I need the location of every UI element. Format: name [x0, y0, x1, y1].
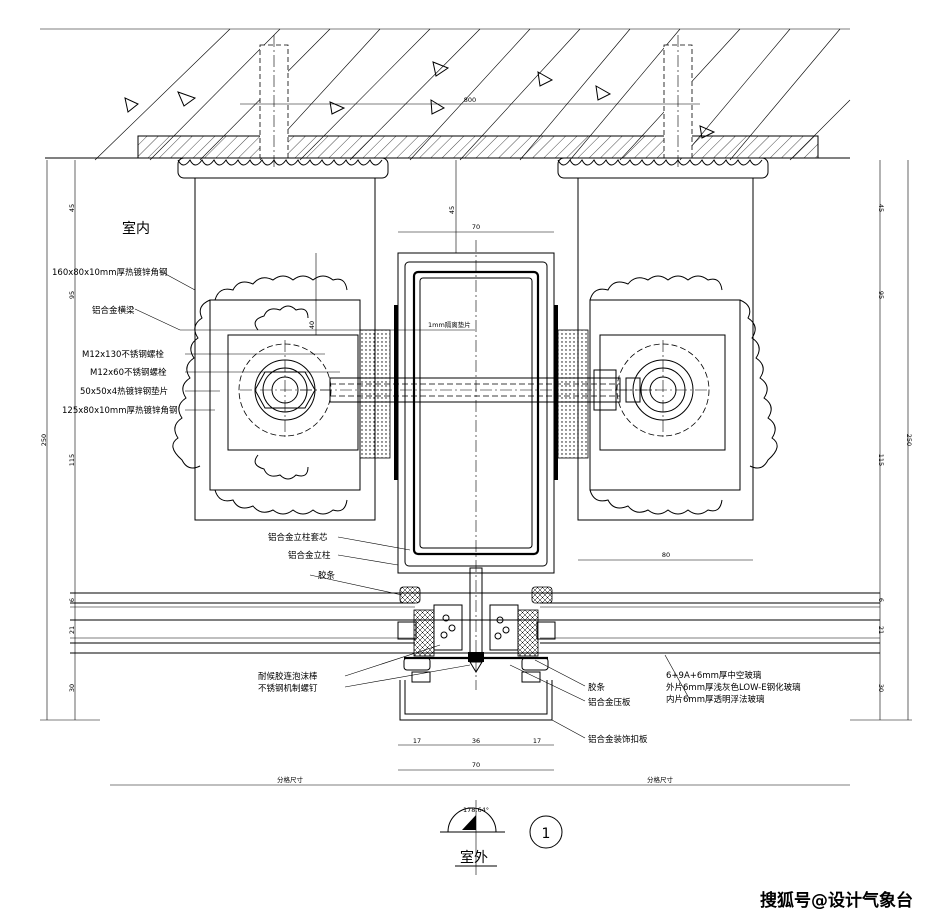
- dim-mullion-width: 70: [472, 223, 480, 231]
- detail-number-callout: 1: [529, 815, 563, 849]
- watermark-text: 搜狐号@设计气象台: [760, 890, 913, 911]
- concrete-slab: 800: [40, 28, 851, 170]
- label-mullion: 铝合金立柱: [288, 550, 331, 561]
- view-direction-symbol: 178.64° 室外: [440, 800, 505, 875]
- dim-left-3: 115: [68, 454, 76, 466]
- label-alum-beam: 铝合金横梁: [92, 305, 135, 316]
- grid-size-right: 分格尺寸: [647, 775, 674, 784]
- grid-size-left: 分格尺寸: [277, 775, 304, 784]
- dim-cap-total: 70: [472, 761, 480, 769]
- joint-assembly: [399, 567, 553, 721]
- dim-left-2: 95: [68, 291, 76, 299]
- weld-beads: [177, 157, 769, 179]
- dim-glass-1: 6: [68, 598, 76, 602]
- label-sealant: 耐候胶连泡沫棒: [258, 671, 318, 682]
- angle-value: 178.64°: [463, 806, 489, 814]
- leader-lines: [134, 270, 691, 739]
- dim-left-total: 250: [40, 434, 48, 446]
- label-cover-cap: 铝合金装饰扣板: [588, 734, 648, 745]
- dim-slab-gap: 45: [448, 206, 456, 214]
- detail-number: 1: [542, 826, 551, 842]
- label-glass-1: 6+9A+6mm厚中空玻璃: [666, 670, 762, 681]
- dim-glass-r2: 21: [877, 626, 885, 634]
- dim-bracket-width: 80: [662, 551, 670, 559]
- dim-right-1: 45: [877, 204, 885, 212]
- label-insulation-pad: 1mm隔离垫片: [428, 320, 471, 329]
- left-steel-angle: [172, 177, 376, 521]
- dim-glass-r3: 30: [877, 684, 885, 692]
- label-bolt-m12x130: M12x130不锈钢螺栓: [82, 349, 164, 360]
- label-gasket-right: 胶条: [588, 682, 606, 693]
- dim-left-1: 45: [68, 204, 76, 212]
- dim-cap-2: 36: [472, 737, 480, 745]
- aluminum-mullion: [300, 240, 660, 690]
- right-steel-angle: [577, 177, 778, 521]
- dimension-lines: 45 95 115 250 6 21 30 45 95 115 250 6 21…: [40, 160, 913, 786]
- dim-cap-3: 17: [533, 737, 541, 745]
- insulated-glass: [70, 592, 880, 654]
- label-glass-2: 外片6mm厚浅灰色LOW-E钢化玻璃: [666, 682, 801, 693]
- dim-top-span: 800: [464, 96, 476, 104]
- dim-glass-2: 21: [68, 626, 76, 634]
- dim-glass-3: 30: [68, 684, 76, 692]
- label-indoor: 室内: [122, 220, 150, 237]
- dim-right-total: 250: [905, 434, 913, 446]
- label-mullion-core: 铝合金立柱套芯: [268, 532, 328, 543]
- dim-glass-r1: 6: [877, 598, 885, 602]
- dim-cap-1: 17: [413, 737, 421, 745]
- label-outdoor: 室外: [460, 849, 488, 866]
- label-steel-angle-125: 125x80x10mm厚热镀锌角钢: [62, 405, 177, 416]
- label-bolt-m12x60: M12x60不锈钢螺栓: [90, 367, 167, 378]
- label-gasket-left: 胶条: [318, 570, 336, 581]
- label-washer: 50x50x4热镀锌钢垫片: [80, 386, 168, 397]
- label-glass-3: 内片6mm厚透明浮法玻璃: [666, 694, 765, 705]
- dim-right-2: 95: [877, 291, 885, 299]
- dim-beam-offset: 40: [308, 321, 316, 329]
- label-steel-angle-160: 160x80x10mm厚热镀锌角钢: [52, 267, 167, 278]
- dim-right-3: 115: [877, 454, 885, 466]
- label-screw: 不锈钢机制螺钉: [258, 683, 318, 694]
- label-pressure-plate: 铝合金压板: [588, 697, 631, 708]
- annotation-labels: 室内 160x80x10mm厚热镀锌角钢 铝合金横梁 M12x130不锈钢螺栓 …: [52, 220, 801, 745]
